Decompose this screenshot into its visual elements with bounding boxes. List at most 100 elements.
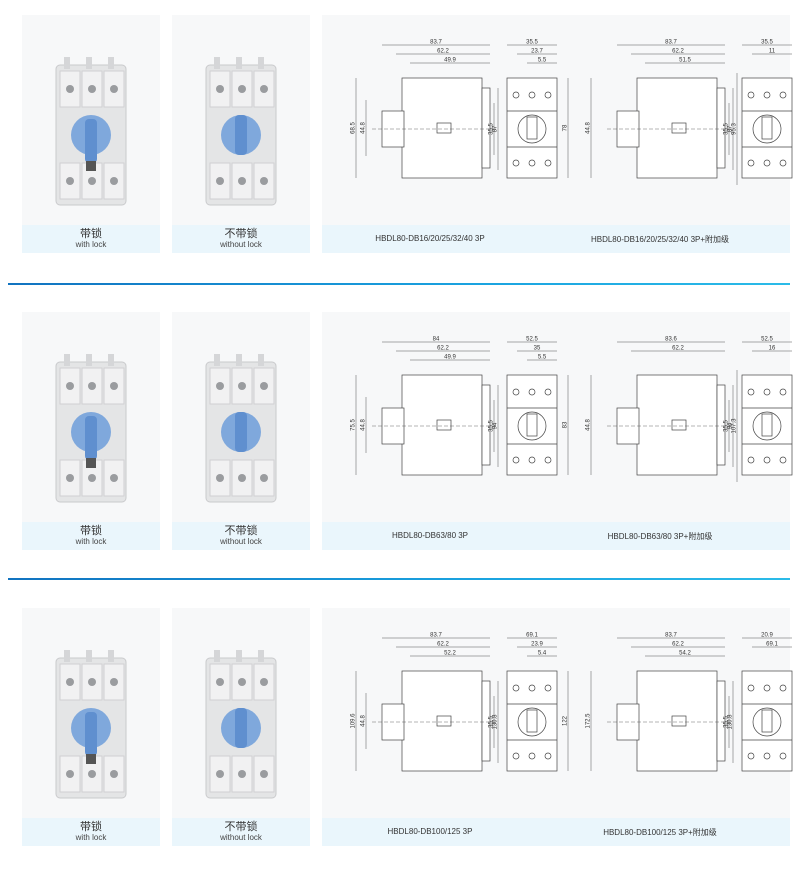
dimension-label: 62.2 — [437, 346, 449, 352]
dimension-label: 44.8 — [586, 122, 592, 134]
dimension-label: 52.5 — [526, 337, 538, 343]
dimension-label: 75.5 — [351, 419, 357, 431]
caption-en: without lock — [220, 240, 262, 249]
dimension-label: 44.8 — [586, 419, 592, 431]
dimension-label: 83.7 — [665, 40, 677, 46]
dimension-label: 20.9 — [761, 633, 773, 639]
dimension-drawings-panel: HBDL80-DB16/20/25/32/40 3P HBDL80-DB16/20… — [322, 15, 793, 253]
rotary-knob-icon — [71, 412, 111, 468]
product-photo — [205, 57, 277, 206]
dimension-label: 23.7 — [531, 49, 543, 55]
rotary-knob-icon — [71, 115, 111, 171]
model-label: HBDL80-DB63/80 3P — [391, 531, 469, 540]
dimension-label: 44.8 — [361, 122, 367, 134]
dimension-label: 122 — [563, 715, 569, 726]
dimension-label: 35.5 — [761, 40, 773, 46]
caption-en: with lock — [75, 537, 107, 546]
dimension-label: 51.5 — [679, 58, 691, 64]
dimension-label: 23.9 — [531, 642, 543, 648]
product-photo — [205, 354, 277, 503]
rotary-knob-icon — [221, 412, 261, 452]
caption-cn: 带锁 — [80, 525, 102, 537]
section-divider — [8, 578, 790, 580]
dimension-label: 49.9 — [444, 58, 456, 64]
dimension-label: 35.5 — [724, 420, 730, 432]
dimension-label: 94 — [728, 422, 734, 429]
dimension-label: 44.8 — [361, 419, 367, 431]
dimension-label: 83.6 — [665, 337, 677, 343]
switch-body — [205, 354, 277, 503]
caption-cn: 不带锁 — [224, 228, 258, 240]
dimension-label: 87 — [728, 125, 734, 132]
dimension-label: 16 — [769, 346, 776, 352]
model-label: HBDL80-DB100/125 3P+附加级 — [603, 828, 717, 837]
product-photo — [55, 354, 127, 503]
dimension-label: 68.5 — [351, 122, 357, 134]
dimension-label: 5.5 — [538, 355, 547, 361]
dimension-label: 62.2 — [437, 642, 449, 648]
dimension-label: 62.2 — [672, 346, 684, 352]
caption-en: without lock — [220, 537, 262, 546]
section-divider — [8, 283, 790, 285]
dimension-label: 130.8 — [493, 714, 499, 730]
product-photo — [205, 650, 277, 799]
model-label: HBDL80-DB63/80 3P+附加级 — [607, 532, 713, 541]
dimension-label: 69.1 — [526, 633, 538, 639]
model-label: HBDL80-DB100/125 3P — [387, 827, 473, 836]
caption-en: without lock — [220, 833, 262, 842]
dimension-label: 95.3 — [732, 123, 738, 135]
dimension-label: 49.9 — [444, 355, 456, 361]
dimension-label: 83 — [563, 421, 569, 428]
dimension-label: 5.4 — [538, 651, 547, 657]
dimension-label: 35.5 — [489, 123, 495, 135]
product-photo — [55, 650, 127, 799]
dimension-label: 35.5 — [489, 420, 495, 432]
dimension-label: 35 — [534, 346, 541, 352]
dimension-label: 35.5 — [489, 716, 495, 728]
dimension-label: 54.2 — [679, 651, 691, 657]
dimension-label: 78 — [563, 124, 569, 131]
dimension-label: 94 — [493, 422, 499, 429]
product-photo — [55, 57, 127, 206]
dimension-label: 52.2 — [444, 651, 456, 657]
dimension-label: 11 — [769, 49, 776, 55]
dimension-label: 107.3 — [732, 418, 738, 434]
model-caption-band: HBDL80-DB63/80 3P HBDL80-DB63/80 3P+附加级 — [322, 522, 790, 550]
dimension-label: 35.5 — [724, 716, 730, 728]
model-label: HBDL80-DB16/20/25/32/40 3P+附加级 — [590, 235, 730, 244]
model-label: HBDL80-DB16/20/25/32/40 3P — [375, 234, 485, 243]
caption-cn: 带锁 — [80, 228, 102, 240]
dimension-label: 83.7 — [665, 633, 677, 639]
rotary-knob-icon — [71, 708, 111, 764]
dimension-label: 62.2 — [672, 642, 684, 648]
model-caption-band: HBDL80-DB100/125 3P HBDL80-DB100/125 3P+附… — [322, 818, 790, 846]
dimension-label: 69.1 — [766, 642, 778, 648]
dimension-label: 52.5 — [761, 337, 773, 343]
caption-cn: 带锁 — [80, 821, 102, 833]
dimension-label: 172.5 — [586, 713, 592, 729]
dimension-label: 62.2 — [672, 49, 684, 55]
caption-en: with lock — [75, 240, 107, 249]
dimension-label: 44.8 — [361, 715, 367, 727]
